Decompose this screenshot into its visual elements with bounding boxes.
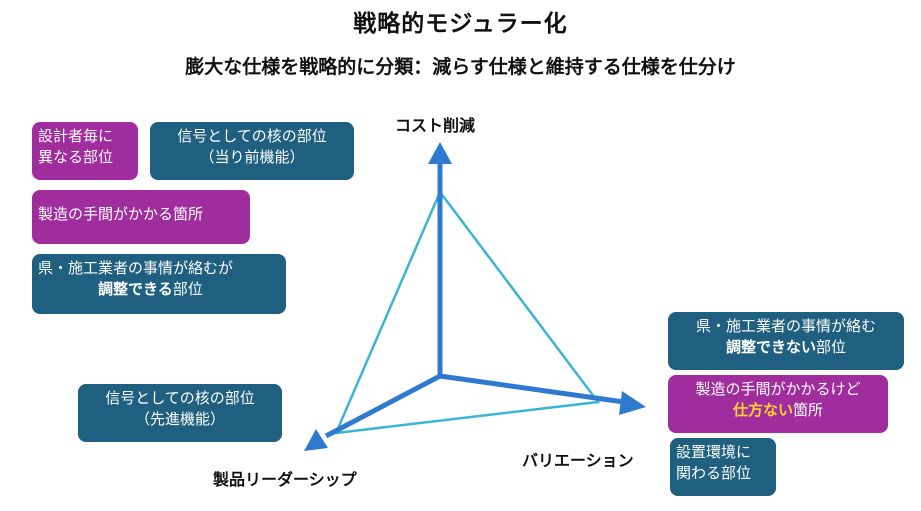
axis-label-cost-reduction: コスト削減 bbox=[395, 116, 476, 135]
box-non-adjustable-parts: 県・施工業者の事情が絡む 調整できない部位 bbox=[668, 312, 904, 370]
box-line: 製造の手間がかかる箇所 bbox=[38, 205, 204, 223]
box-line: 仕方ない箇所 bbox=[674, 400, 882, 421]
page-title: 戦略的モジュラー化 bbox=[353, 11, 568, 37]
box-emphasis: 調整できない bbox=[725, 338, 816, 356]
box-core-standard-functions: 信号としての核の部位 （当り前機能） bbox=[150, 122, 354, 180]
box-line: 製造の手間がかかるけど bbox=[695, 380, 861, 398]
box-unavoidable-effort: 製造の手間がかかるけど 仕方ない箇所 bbox=[668, 375, 888, 433]
axis-right-arrowhead bbox=[619, 391, 646, 415]
box-text: 部位 bbox=[172, 280, 203, 298]
box-line: （当り前機能） bbox=[199, 148, 305, 166]
axis-right-line bbox=[439, 373, 625, 405]
box-text: 部位 bbox=[816, 338, 847, 356]
box-line: 県・施工業者の事情が絡むが bbox=[38, 259, 234, 277]
axis-label-product-leadership: 製品リーダーシップ bbox=[213, 470, 357, 489]
box-line: 異なる部位 bbox=[38, 148, 114, 166]
axis-top-arrowhead bbox=[428, 142, 452, 164]
box-line: 信号としての核の部位 bbox=[105, 389, 255, 407]
page-subtitle: 膨大な仕様を戦略的に分類：減らす仕様と維持する仕様を仕分け bbox=[185, 56, 736, 78]
box-line: 設置環境に bbox=[676, 443, 752, 461]
triangle-outline bbox=[333, 189, 601, 435]
box-adjustable-parts: 県・施工業者の事情が絡むが 調整できる部位 bbox=[32, 254, 286, 314]
box-text: 箇所 bbox=[793, 401, 824, 419]
box-line: 調整できない部位 bbox=[674, 337, 898, 358]
box-line: 調整できる部位 bbox=[38, 279, 280, 300]
box-line: 関わる部位 bbox=[676, 464, 752, 482]
box-manufacturing-effort: 製造の手間がかかる箇所 bbox=[32, 190, 250, 244]
box-emphasis: 仕方ない bbox=[732, 401, 793, 419]
axis-label-variation: バリエーション bbox=[522, 451, 634, 470]
box-core-advanced-functions: 信号としての核の部位 （先進機能） bbox=[78, 384, 282, 442]
box-line: 県・施工業者の事情が絡む bbox=[695, 317, 876, 335]
axis-left-line bbox=[324, 373, 442, 439]
box-line: （先進機能） bbox=[134, 410, 225, 428]
box-line: 設計者毎に bbox=[38, 127, 114, 145]
axis-left-arrowhead bbox=[304, 429, 328, 451]
box-installation-environment: 設置環境に 関わる部位 bbox=[670, 438, 776, 496]
box-emphasis: 調整できる bbox=[98, 280, 173, 298]
box-per-designer-parts: 設計者毎に 異なる部位 bbox=[32, 122, 138, 180]
box-line: 信号としての核の部位 bbox=[177, 127, 327, 145]
